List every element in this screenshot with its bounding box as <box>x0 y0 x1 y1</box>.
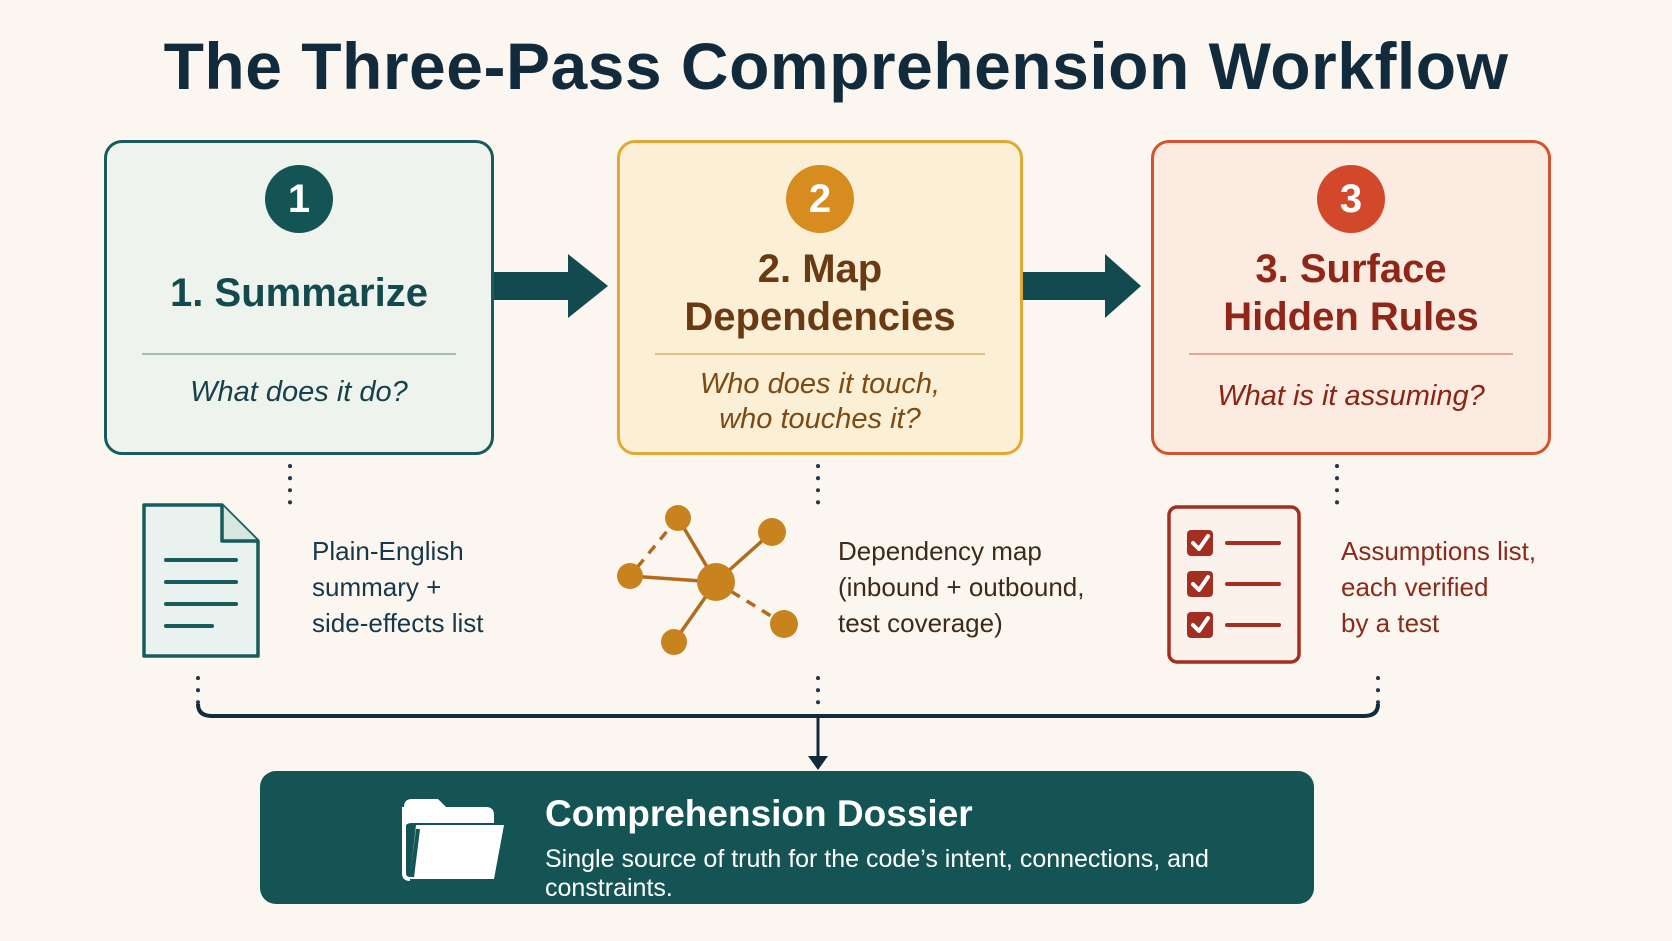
document-icon <box>142 503 260 658</box>
step-number-badge: 3 <box>1317 165 1385 233</box>
network-graph-icon <box>617 505 798 655</box>
merge-arrowhead <box>808 756 828 770</box>
step-heading: 2. Map Dependencies <box>684 247 956 339</box>
step-card-map-dependencies: 2 2. Map Dependencies Who does it touch,… <box>617 140 1023 455</box>
dossier-description: Single source of truth for the code’s in… <box>545 845 1209 902</box>
step-divider <box>1189 353 1513 355</box>
step-question: What does it do? <box>190 376 408 408</box>
step-question: What is it assuming? <box>1217 380 1485 412</box>
dossier-title: Comprehension Dossier <box>545 793 973 834</box>
arrow-2-to-3 <box>1023 254 1141 318</box>
folder-icon <box>402 799 504 881</box>
step-output-summary: Plain-English summary + side-effects lis… <box>312 536 484 638</box>
step-output-dependency-map: Dependency map (inbound + outbound, test… <box>838 536 1085 638</box>
checklist-icon <box>1167 505 1301 664</box>
diagram-title: The Three-Pass Comprehension Workflow <box>163 29 1509 103</box>
step-heading: 1. Summarize <box>170 271 428 315</box>
step-card-summarize: 1 1. Summarize What does it do? <box>104 140 494 455</box>
arrow-1-to-2 <box>494 254 608 318</box>
comprehension-dossier-box: Comprehension Dossier Single source of t… <box>260 771 1314 904</box>
merge-bracket <box>196 703 1380 718</box>
step-divider <box>655 353 985 355</box>
step-heading: 3. Surface Hidden Rules <box>1223 247 1479 339</box>
step-card-surface-hidden-rules: 3 3. Surface Hidden Rules What is it ass… <box>1151 140 1551 455</box>
step-divider <box>142 353 456 355</box>
step-number-badge: 1 <box>265 165 333 233</box>
step-number-badge: 2 <box>786 165 854 233</box>
step-output-assumptions: Assumptions list, each verified by a tes… <box>1341 536 1537 638</box>
step-question: Who does it touch, who touches it? <box>699 368 941 435</box>
